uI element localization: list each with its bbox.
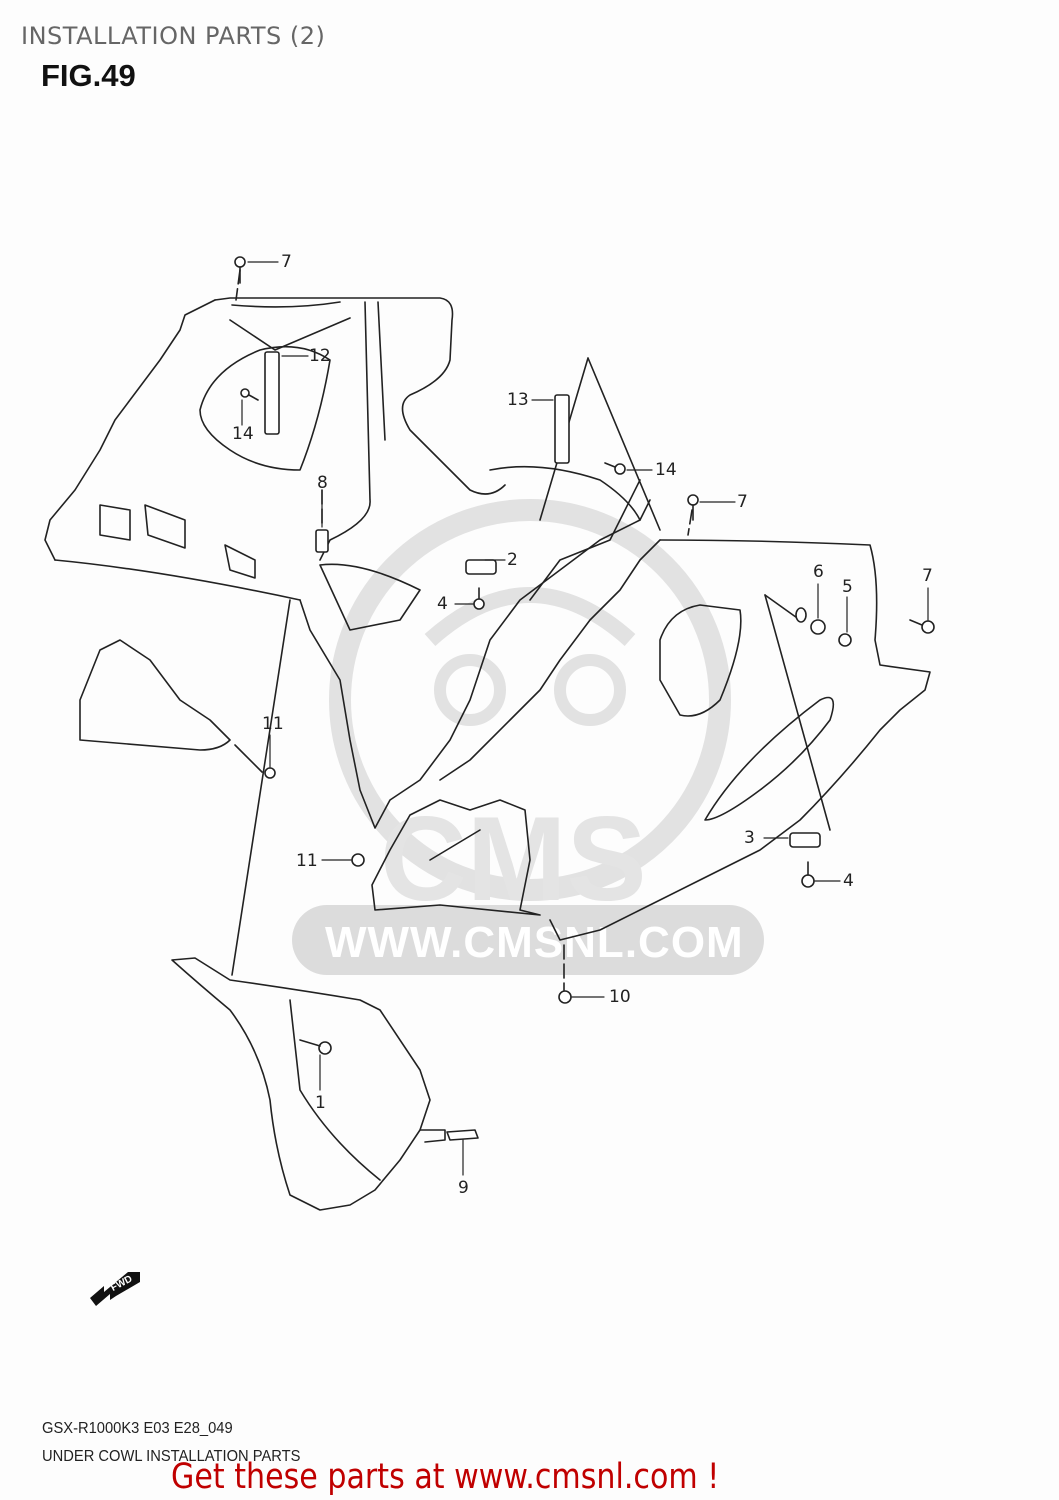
callout-3: 3: [744, 828, 755, 848]
callout-11: 11: [296, 851, 318, 871]
callout-14: 14: [655, 460, 677, 480]
svg-text:CMS: CMS: [380, 792, 647, 926]
callout-4: 4: [843, 871, 854, 891]
callout-9: 9: [458, 1178, 469, 1198]
left-lower-bracket-panel: [79, 639, 263, 773]
callout-7: 7: [922, 566, 933, 586]
callout-14: 14: [232, 424, 254, 444]
model-code: GSX-R1000K3 E03 E28_049: [42, 1420, 233, 1437]
left-cowl-panel: [44, 297, 506, 601]
figure-number: FIG.49: [41, 58, 136, 93]
callout-11: 11: [262, 714, 284, 734]
triangle-guides: [231, 357, 661, 976]
callout-5: 5: [842, 577, 853, 597]
callout-12: 12: [309, 346, 331, 366]
lower-center-panel: [371, 799, 541, 916]
callout-2: 2: [507, 550, 518, 570]
callout-1: 1: [315, 1093, 326, 1113]
callout-leaders: [241, 261, 929, 1176]
lower-left-side-panel: [171, 957, 446, 1211]
callout-4: 4: [437, 594, 448, 614]
right-cowl-panel: [439, 539, 931, 941]
promo-link[interactable]: Get these parts at www.cmsnl.com !: [171, 1457, 720, 1497]
watermark-url: WWW.CMSNL.COM: [325, 918, 744, 967]
diagram-description: UNDER COWL INSTALLATION PARTS: [42, 1448, 301, 1465]
center-duct: [299, 465, 651, 829]
callout-10: 10: [609, 987, 631, 1007]
callout-13: 13: [507, 390, 529, 410]
callout-8: 8: [317, 473, 328, 493]
alignment-lines: [235, 269, 693, 991]
fasteners: [234, 256, 935, 1141]
callout-6: 6: [813, 562, 824, 582]
forward-direction-icon: FWD: [90, 1272, 140, 1306]
callout-7: 7: [281, 252, 292, 272]
callout-7: 7: [737, 492, 748, 512]
page-title: INSTALLATION PARTS (2): [21, 22, 326, 50]
